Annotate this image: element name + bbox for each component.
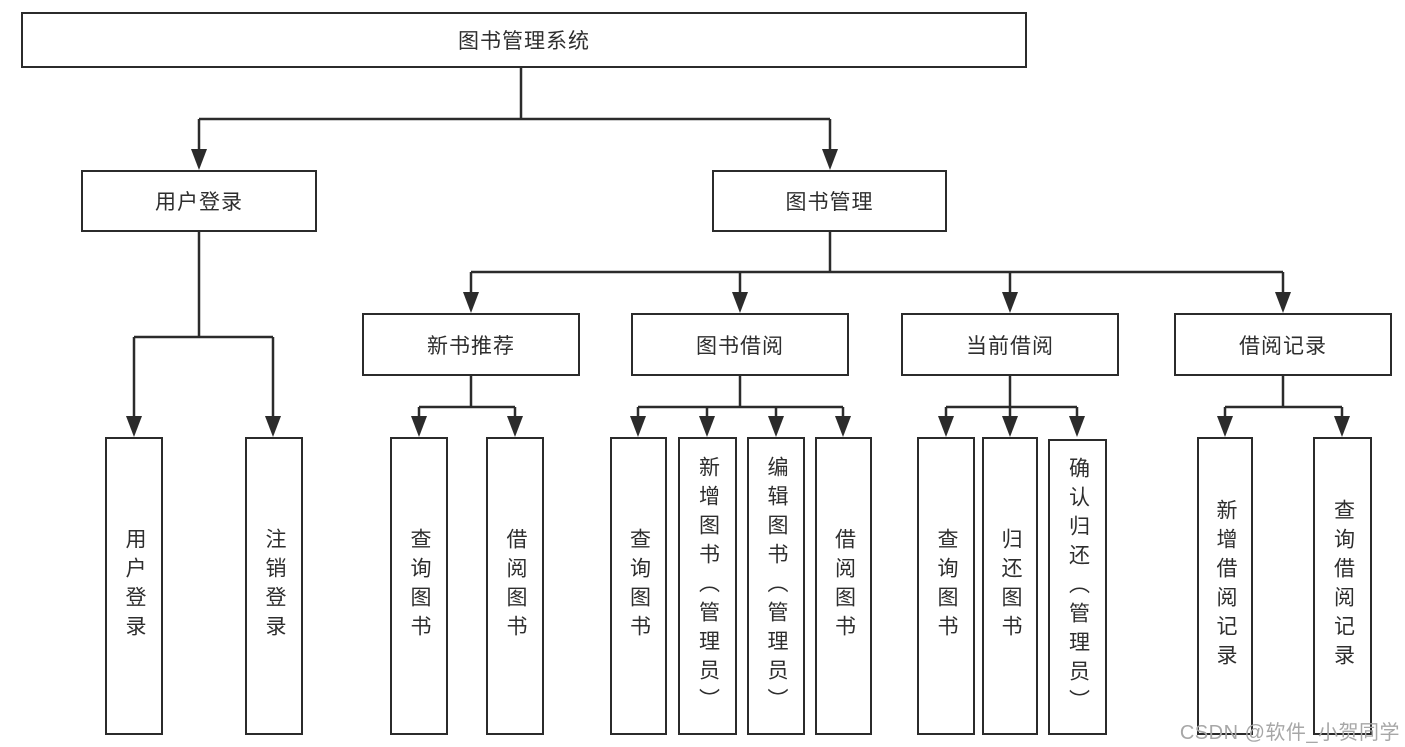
connector-stems: [132, 68, 1344, 419]
leaf-query-books-1: 查询图书: [390, 437, 448, 735]
leaf-query-books-3: 查询图书: [917, 437, 975, 735]
leaf-logout: 注销登录: [245, 437, 303, 735]
leaf-add-book-admin: 新增图书（管理员）: [678, 437, 737, 735]
csdn-watermark: CSDN @软件_小贺同学: [1179, 722, 1400, 744]
leaf-query-borrow-record: 查询借阅记录: [1313, 437, 1372, 735]
node-borrow-records: 借阅记录: [1174, 313, 1392, 376]
node-user-login: 用户登录: [81, 170, 317, 232]
leaf-query-books-2: 查询图书: [610, 437, 667, 735]
leaf-return-book: 归还图书: [982, 437, 1038, 735]
leaf-user-login: 用户登录: [105, 437, 163, 735]
leaf-add-borrow-record: 新增借阅记录: [1197, 437, 1253, 735]
node-root: 图书管理系统: [21, 12, 1027, 68]
node-book-borrow: 图书借阅: [631, 313, 849, 376]
node-book-management: 图书管理: [712, 170, 947, 232]
arrowheads: [126, 149, 1350, 437]
leaf-confirm-return-admin: 确认归还（管理员）: [1048, 439, 1107, 735]
leaf-borrow-books-2: 借阅图书: [815, 437, 872, 735]
node-new-book-recommend: 新书推荐: [362, 313, 580, 376]
leaf-edit-book-admin: 编辑图书（管理员）: [747, 437, 805, 735]
node-current-borrow: 当前借阅: [901, 313, 1119, 376]
leaf-borrow-books-1: 借阅图书: [486, 437, 544, 735]
